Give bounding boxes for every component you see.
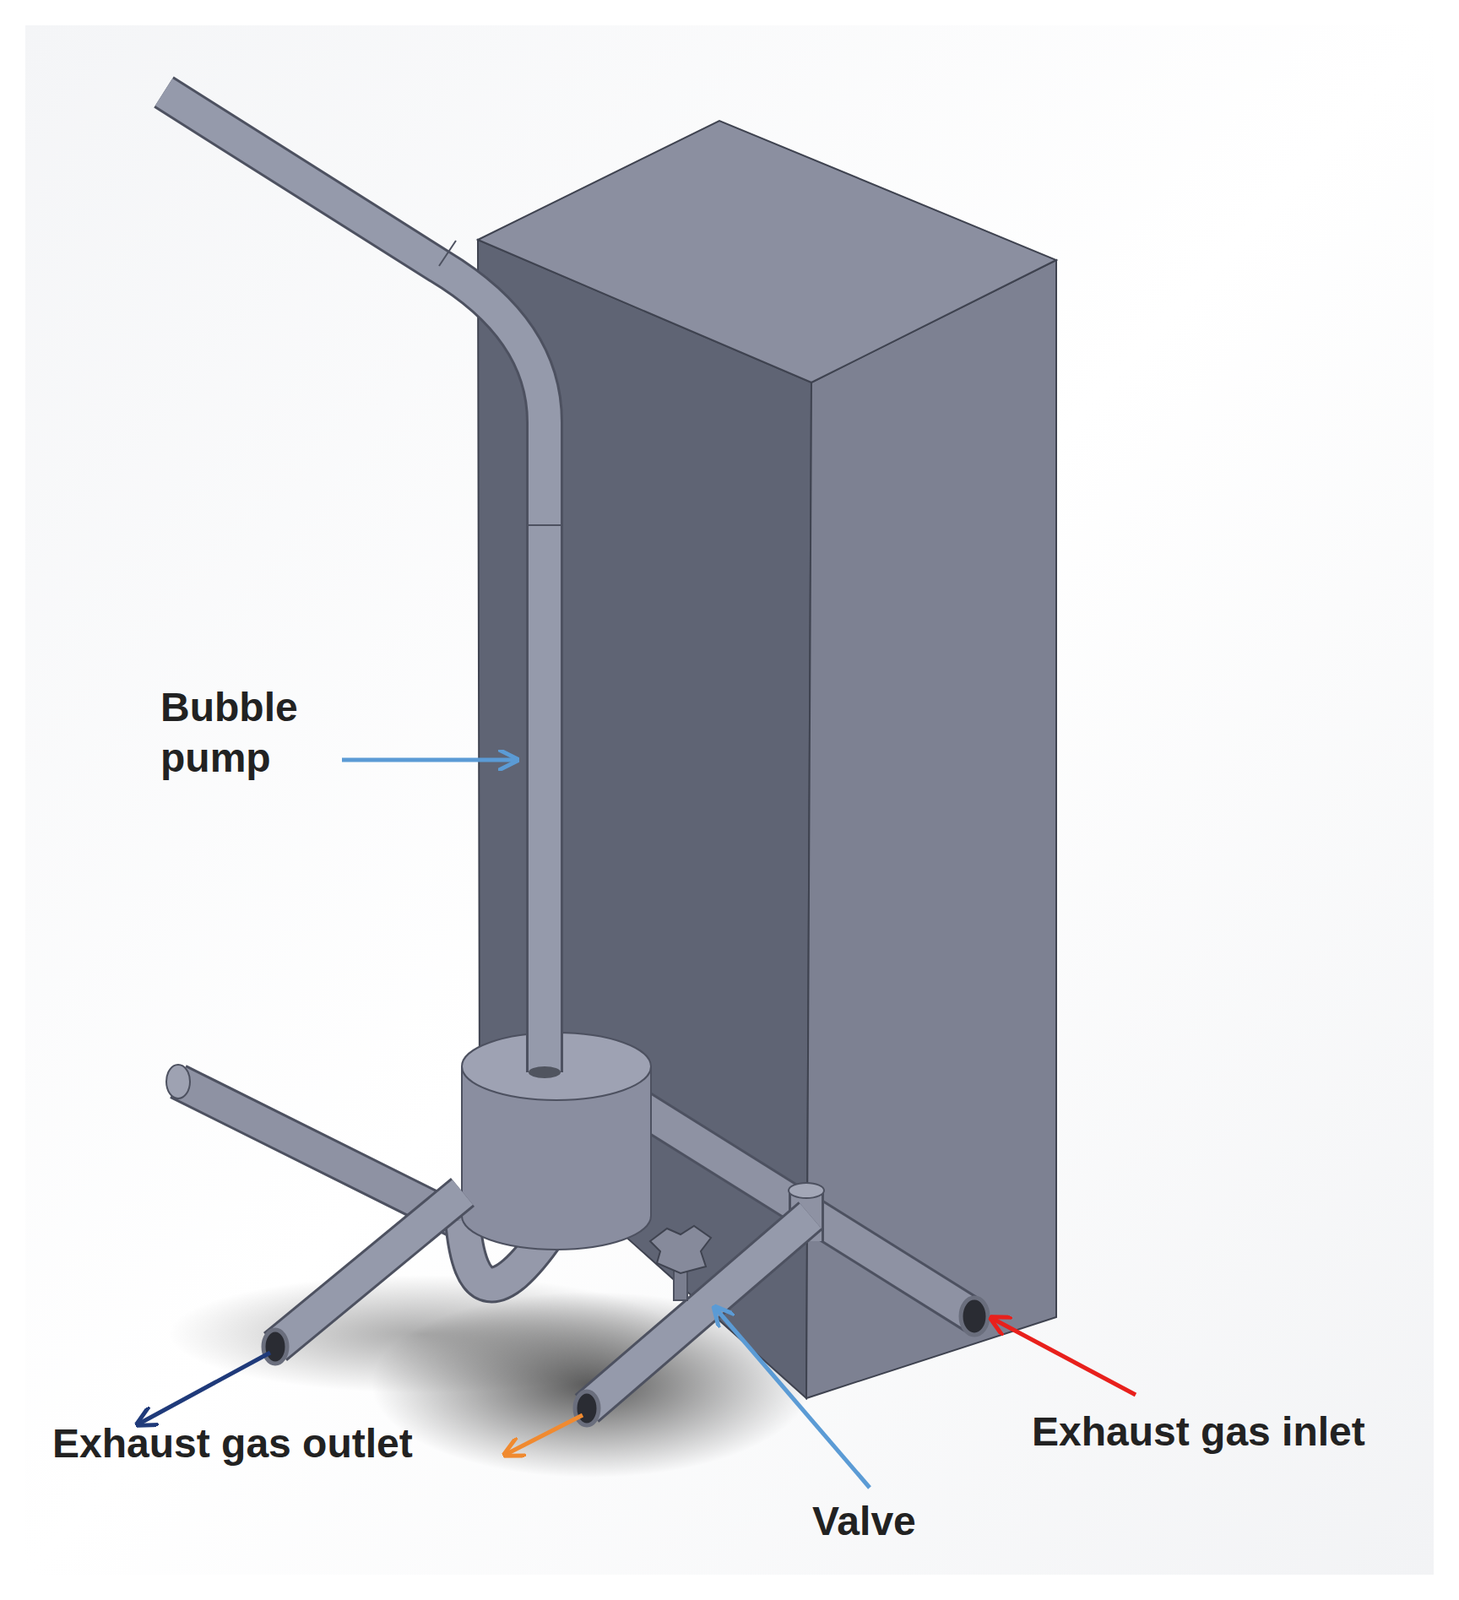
part-label: Valve — [812, 1496, 917, 1547]
part-label: Exhaust gas inlet — [1031, 1406, 1366, 1458]
part-label: Exhaust gas outlet — [52, 1418, 413, 1470]
part-label: Bubble pump — [160, 682, 355, 784]
